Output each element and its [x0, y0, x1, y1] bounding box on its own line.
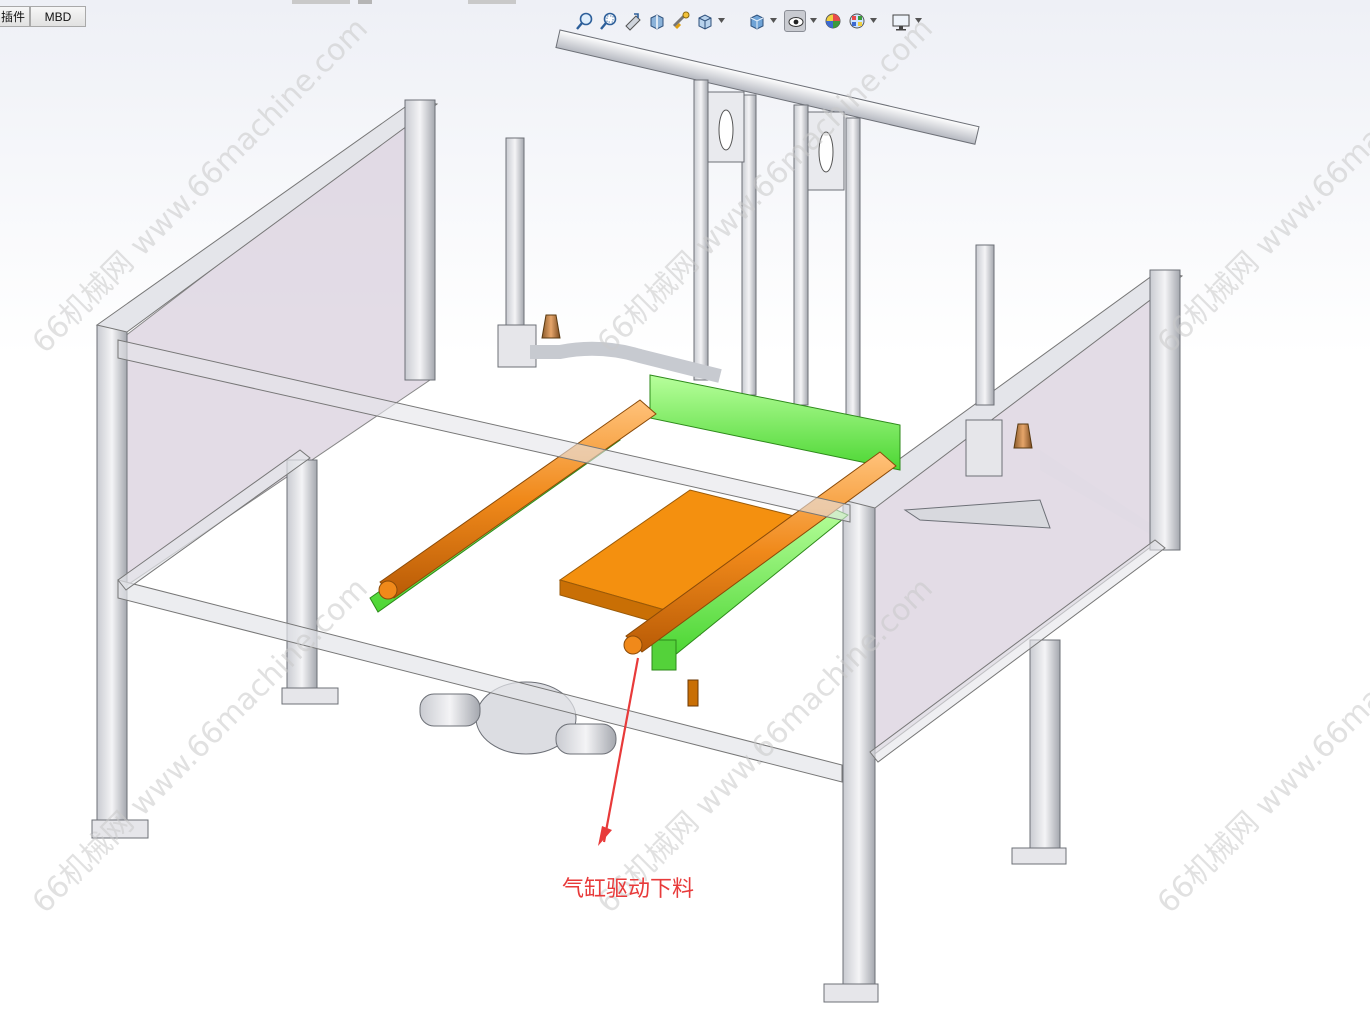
orange-block — [687, 679, 699, 707]
green-top-rail — [649, 374, 901, 471]
heads-up-view-toolbar — [572, 8, 927, 36]
tab-plugins[interactable]: 插件 — [0, 6, 30, 27]
front-left-leg — [96, 324, 128, 826]
back-panel — [1040, 450, 1160, 540]
lift-rod-3 — [793, 104, 809, 406]
bent-pipe — [530, 341, 722, 383]
chevron-down-icon[interactable] — [810, 18, 817, 24]
section-view-icon[interactable] — [646, 10, 668, 32]
guide-block-left — [497, 324, 537, 368]
lift-rod-4 — [845, 117, 861, 419]
hide-show-items-icon[interactable] — [784, 10, 806, 32]
chevron-down-icon[interactable] — [870, 18, 877, 24]
upper-rail-front — [117, 339, 851, 523]
foot-front-left — [91, 819, 149, 839]
zoom-to-fit-icon[interactable] — [574, 10, 596, 32]
view-settings-icon[interactable] — [890, 10, 912, 32]
mid-rail-front — [117, 579, 843, 783]
top-crossbar — [555, 29, 980, 145]
rear-left-leg — [286, 459, 318, 691]
front-right-leg — [842, 499, 876, 991]
nozzle-right — [1013, 423, 1033, 449]
guide-post-left — [505, 137, 525, 339]
tab-mbd[interactable]: MBD — [30, 6, 86, 27]
chevron-down-icon[interactable] — [915, 18, 922, 24]
tab-stub[interactable] — [292, 0, 350, 4]
left-panel — [119, 109, 431, 591]
foot-rear-left — [281, 687, 339, 705]
nozzle-left — [541, 314, 561, 339]
apply-scene-icon[interactable] — [846, 10, 868, 32]
top-rail-right — [841, 269, 1184, 509]
annotation-label: 气缸驱动下料 — [562, 877, 695, 902]
chevron-down-icon[interactable] — [718, 18, 725, 24]
mid-rail-right — [869, 539, 1166, 763]
guide-block-right — [965, 419, 1003, 477]
dynamic-annotation-views-icon[interactable] — [670, 10, 692, 32]
display-style-icon[interactable] — [746, 10, 768, 32]
foot-rear-right — [1011, 847, 1067, 865]
left-rear-post — [404, 99, 436, 381]
previous-view-icon[interactable] — [622, 10, 644, 32]
annotation-arrow — [602, 657, 640, 843]
lift-rod-1 — [693, 79, 709, 381]
mid-rail-left — [117, 449, 311, 591]
tab-stub[interactable] — [358, 0, 372, 4]
zoom-to-area-icon[interactable] — [598, 10, 620, 32]
top-rail-left — [95, 99, 439, 333]
foot-front-right — [823, 983, 879, 1003]
view-orientation-icon[interactable] — [694, 10, 716, 32]
chevron-down-icon[interactable] — [770, 18, 777, 24]
command-manager-tabs: 插件 MBD — [0, 0, 600, 30]
edit-appearance-icon[interactable] — [822, 10, 844, 32]
rear-right-leg — [1029, 639, 1061, 851]
slot-1 — [718, 109, 734, 151]
right-bracket — [903, 499, 1051, 529]
guide-post-right — [975, 244, 995, 406]
tab-stub[interactable] — [468, 0, 516, 4]
right-rear-post — [1149, 269, 1181, 551]
slot-2 — [818, 131, 834, 173]
